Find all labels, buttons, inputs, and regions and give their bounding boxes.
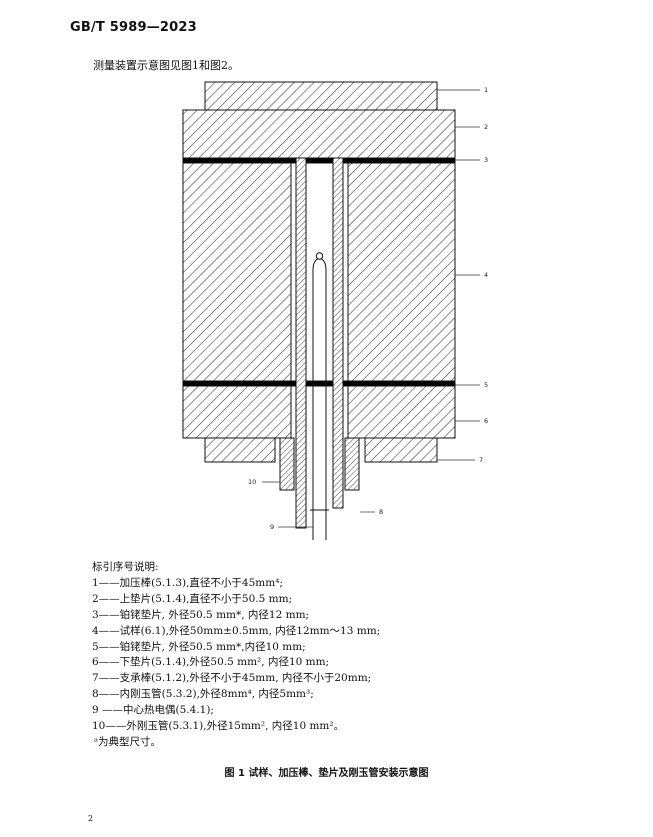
callout-7: 7 — [479, 456, 483, 464]
outer-alumina-tube-left — [279, 437, 295, 491]
platinum-rhodium-spacer-lower — [182, 380, 456, 387]
specimen-right — [347, 162, 456, 382]
figure-caption: 图 1 试样、加压棒、垫片及刚玉管安装示意图 — [224, 768, 429, 779]
inner-alumina-tube-left — [295, 157, 307, 529]
intro-sentence: 测量装置示意图见图1和图2。 — [93, 59, 239, 72]
legend-footnote: ᵃ为典型尺寸。 — [94, 735, 162, 748]
legend-title: 标引序号说明: — [92, 561, 159, 573]
pressure-rod — [204, 81, 438, 111]
support-rod-right — [364, 437, 438, 463]
standard-code-header: GB/T 5989—2023 — [70, 20, 197, 35]
callout-2: 2 — [484, 123, 488, 131]
page-number: 2 — [88, 814, 94, 823]
inner-alumina-tube-right — [332, 157, 344, 509]
legend-item: 9 ——中心热电偶(5.4.1); — [92, 704, 214, 717]
legend-item: 8——内刚玉管(5.3.2),外径8mm⁴, 内径5mm³; — [92, 688, 314, 701]
specimen-left — [182, 162, 292, 382]
legend-item: 6——下垫片(5.1.4),外径50.5 mm², 内径10 mm; — [92, 656, 330, 669]
legend-item: 1——加压棒(5.1.3),直径不小于45mm⁴; — [92, 576, 283, 589]
legend-item: 7——支承棒(5.1.2),外径不小于45mm, 内径不小于20mm; — [92, 672, 372, 685]
callout-10: 10 — [248, 478, 256, 486]
callout-1: 1 — [484, 86, 488, 94]
platinum-rhodium-spacer-upper — [182, 157, 456, 164]
upper-spacer — [182, 109, 456, 159]
support-rod-left — [204, 437, 276, 463]
legend-item: 2——上垫片(5.1.4),直径不小于50.5 mm; — [92, 592, 293, 605]
callout-9: 9 — [270, 523, 274, 531]
legend-item: 10——外刚玉管(5.3.1),外径15mm², 内径10 mm²。 — [92, 720, 345, 733]
legend: 标引序号说明: 1——加压棒(5.1.3),直径不小于45mm⁴; 2——上垫片… — [92, 560, 380, 751]
center-thermocouple — [310, 252, 329, 540]
legend-item: 3——铂铑垫片, 外径50.5 mm*, 内径12 mm; — [92, 608, 310, 621]
callout-3: 3 — [484, 156, 488, 164]
callout-6: 6 — [484, 417, 488, 425]
lower-spacer-left — [182, 385, 292, 439]
legend-item: 4——试样(6.1),外径50mm±0.5mm, 内径12mm～13 mm; — [92, 624, 381, 637]
outer-alumina-tube-right — [344, 437, 360, 491]
callout-5: 5 — [484, 381, 488, 389]
callout-8: 8 — [379, 508, 383, 516]
callout-4: 4 — [484, 271, 488, 279]
legend-item: 5——铂铑垫片, 外径50.5 mm*,内径10 mm; — [92, 640, 306, 653]
lower-spacer-right — [347, 385, 456, 439]
